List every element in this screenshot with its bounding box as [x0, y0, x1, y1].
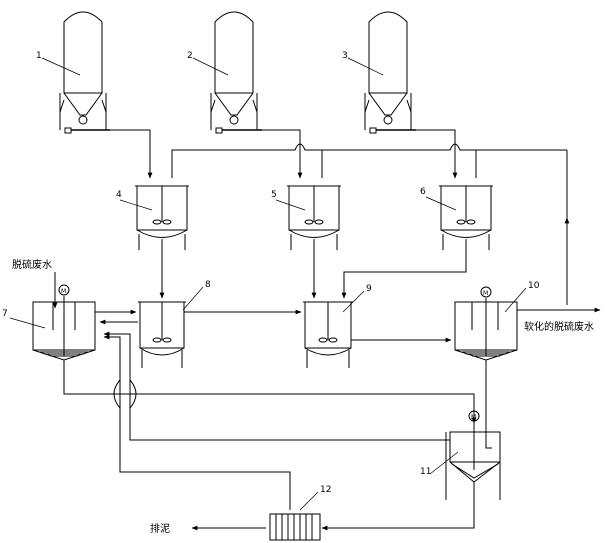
silo-2	[210, 11, 262, 134]
label-tank-9: 9	[366, 284, 372, 294]
svg-text:M: M	[483, 290, 488, 297]
svg-text:M: M	[471, 414, 476, 421]
silo-1	[59, 11, 110, 134]
tank-4	[135, 185, 189, 250]
process-pipes	[63, 309, 492, 531]
thickener-11: M	[445, 410, 501, 500]
inlet-label: 脱硫废水	[12, 258, 52, 271]
label-silo-1: 1	[36, 51, 42, 61]
label-tank-4: 4	[116, 190, 122, 200]
tank-6	[439, 185, 493, 250]
label-clarifier-10: 10	[528, 281, 540, 291]
reagent-header-pipe	[171, 143, 570, 305]
label-tank-8: 8	[205, 280, 211, 290]
label-tank-5: 5	[271, 190, 277, 200]
filter-press-12	[269, 513, 321, 541]
label-tank-6: 6	[420, 187, 426, 197]
outlet-label: 软化的脱硫废水	[524, 320, 594, 333]
sludge-label: 排泥	[150, 522, 170, 535]
label-settler-7: 7	[2, 309, 8, 319]
silo-3	[364, 11, 416, 134]
silo-feed-pipes	[110, 129, 458, 179]
tank-5	[287, 185, 341, 250]
dosing-outlet-pipes	[159, 239, 467, 299]
label-silo-3: 3	[342, 51, 348, 61]
settler-7: M	[32, 284, 96, 361]
label-thickener-11: 11	[420, 467, 431, 477]
clarifier-10: M	[454, 286, 518, 361]
label-silo-2: 2	[187, 51, 193, 61]
tank-8	[138, 301, 186, 368]
svg-text:M: M	[61, 288, 66, 295]
tank-9	[303, 301, 353, 368]
label-filter-press-12: 12	[320, 485, 331, 495]
